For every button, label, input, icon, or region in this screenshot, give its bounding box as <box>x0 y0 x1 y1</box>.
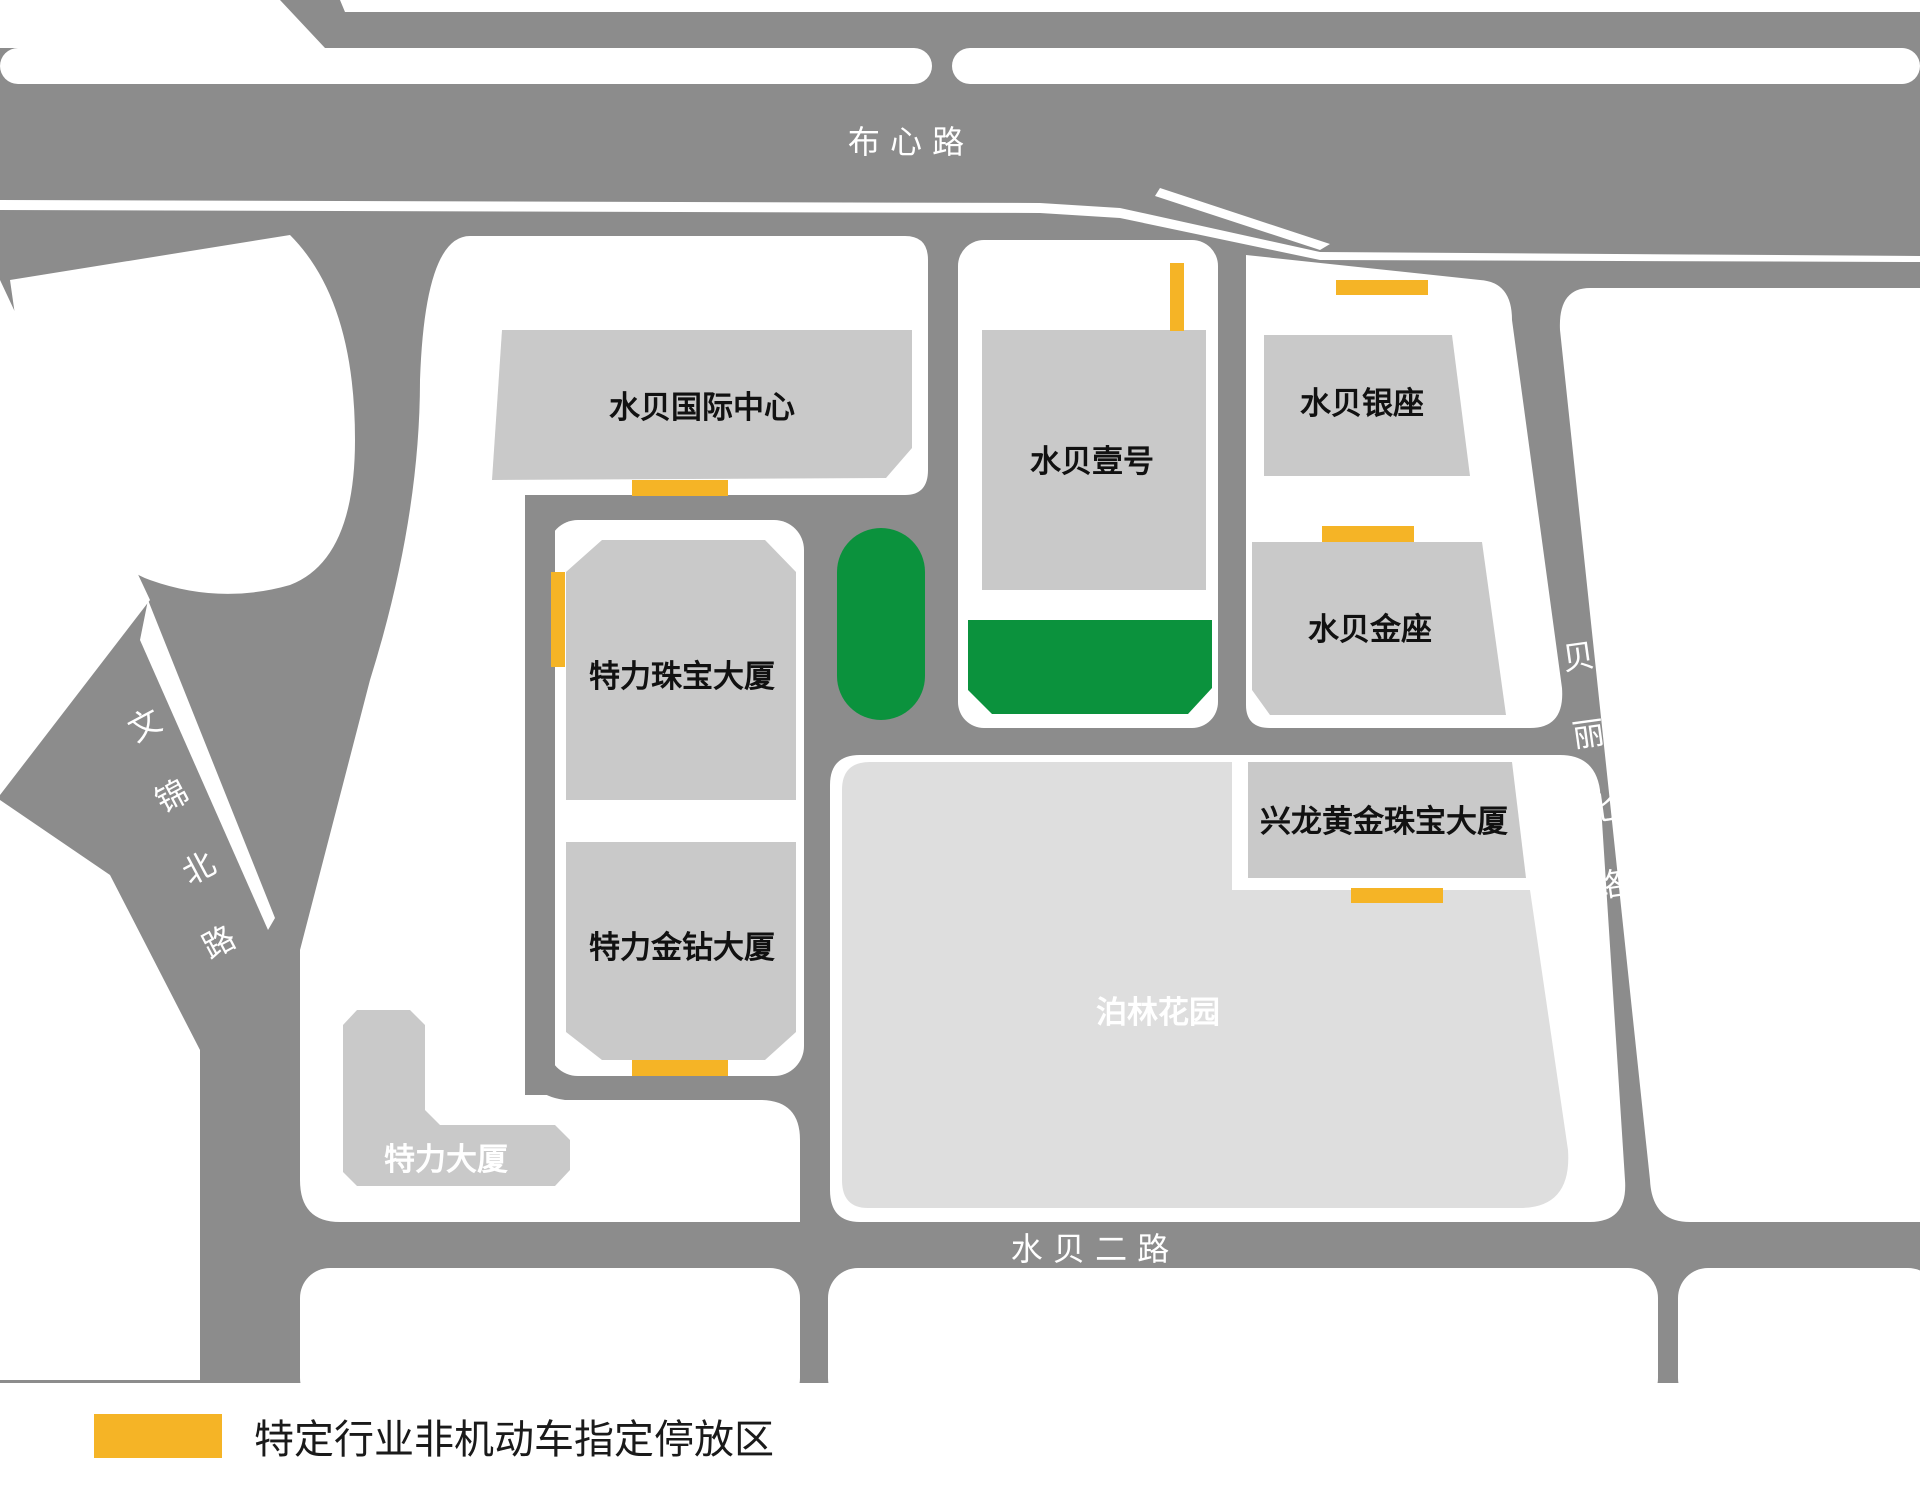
building-shuibei-intl <box>492 330 912 480</box>
road-label-beili: 丽 <box>1570 713 1607 755</box>
building-shuibei-one <box>982 330 1206 590</box>
block-west-loop <box>10 235 355 594</box>
parking-zone <box>1170 263 1184 331</box>
building-label-shuibei-yinzuo: 水贝银座 <box>1300 386 1424 422</box>
building-label-shuibei-jinzuo: 水贝金座 <box>1308 612 1432 648</box>
block-top-left-wedge <box>0 0 325 48</box>
building-label-shuibei-one: 水贝壹号 <box>1030 444 1154 480</box>
block-south-2 <box>828 1268 1658 1408</box>
block-teli-towers-road <box>525 495 555 1095</box>
block-far-east <box>1559 288 1920 1222</box>
building-label-xinglong: 兴龙黄金珠宝大厦 <box>1260 804 1508 840</box>
median-buxin-south <box>0 200 1920 262</box>
parking-zone <box>1351 888 1443 903</box>
road-label-buxin: 布 心 路 <box>848 123 964 161</box>
building-teli-jewelry <box>566 540 796 800</box>
block-top-strip <box>340 0 1920 12</box>
parking-zone <box>632 1060 728 1076</box>
block-northwest <box>300 236 928 1222</box>
building-label-shuibei-intl: 水贝国际中心 <box>609 390 795 426</box>
road-label-shuibei2: 水 贝 二 路 <box>1011 1230 1170 1268</box>
building-label-teli-jewelry: 特力珠宝大厦 <box>589 659 775 695</box>
parking-zone <box>1322 526 1414 542</box>
road-label-beili: 路 <box>1590 864 1627 906</box>
legend-parking-label: 特定行业非机动车指定停放区 <box>254 1417 774 1463</box>
block-south-1 <box>300 1268 800 1408</box>
building-xinglong <box>1248 762 1526 878</box>
building-teli-jinzuan <box>566 842 796 1060</box>
median-buxin-right <box>952 48 1920 84</box>
ramp-divider <box>1155 188 1330 250</box>
legend-parking-swatch <box>94 1414 222 1458</box>
green-area-island <box>837 528 925 720</box>
building-label-bolin: 泊林花园 <box>1096 995 1220 1031</box>
plaza-bolin <box>842 762 1569 1208</box>
median-buxin-left <box>0 48 932 84</box>
building-label-teli: 特力大厦 <box>384 1142 508 1178</box>
block-south-3 <box>1678 1268 1920 1408</box>
block-west-south <box>0 800 200 1380</box>
building-teli <box>343 1010 570 1186</box>
legend: 特定行业非机动车指定停放区 <box>94 1412 774 1463</box>
building-label-teli-jinzuan: 特力金钻大厦 <box>589 930 775 966</box>
building-shuibei-yinzuo <box>1264 335 1470 476</box>
parking-zone <box>551 572 565 667</box>
road-label-beili: 北 <box>1580 788 1617 830</box>
building-shuibei-jinzuo <box>1252 542 1506 715</box>
road-label-beili: 贝 <box>1560 636 1597 678</box>
block-wenjin-median <box>140 600 275 930</box>
green-area-shuibei-one <box>968 620 1212 714</box>
parking-zone <box>1336 280 1428 295</box>
parking-zone <box>632 480 728 496</box>
